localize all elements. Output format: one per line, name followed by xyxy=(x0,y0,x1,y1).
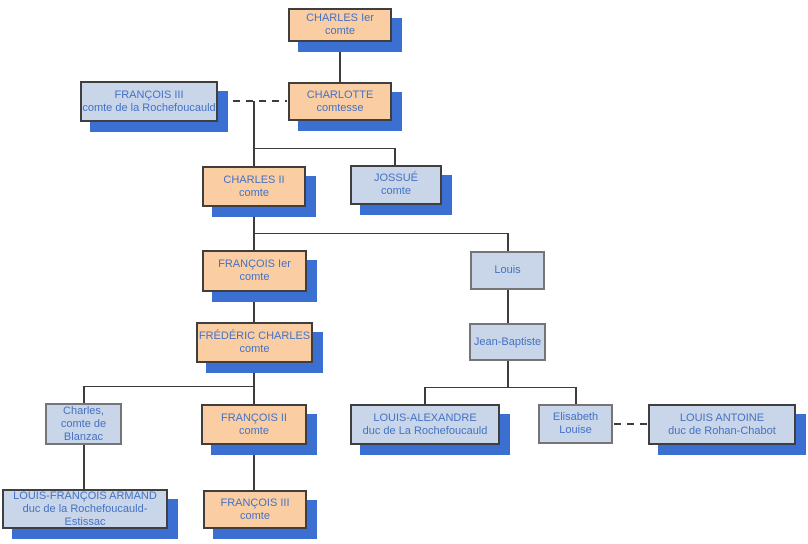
person-node-frederic-charles[interactable]: FRÉDÉRIC CHARLES comte xyxy=(196,322,313,363)
person-title: duc de La Rochefoucauld xyxy=(362,424,488,437)
descent-line-francois1er-frederic xyxy=(253,292,255,322)
descent-line-marriage-drop xyxy=(253,101,255,148)
person-name: CHARLES Ier xyxy=(306,12,374,24)
person-name: CHARLOTTE xyxy=(306,88,374,101)
person-node-jossue[interactable]: JOSSUÉ comte xyxy=(350,165,442,205)
descent-line-frederic-drop xyxy=(253,363,255,386)
person-title: comte xyxy=(239,186,269,199)
person-name: FRANÇOIS II xyxy=(220,411,287,424)
person-name: LOUIS ANTOINE xyxy=(679,411,765,424)
person-name: JOSSUÉ xyxy=(373,172,418,184)
person-name: LOUIS-ALEXANDRE xyxy=(373,411,477,424)
person-node-louis[interactable]: Louis xyxy=(470,251,545,290)
person-node-elisabeth-louise[interactable]: Elisabeth Louise xyxy=(538,404,613,444)
descent-line-to-louisalexandre xyxy=(424,387,426,404)
person-node-charles-2[interactable]: CHARLES II comte xyxy=(202,166,306,207)
descent-line-to-louis xyxy=(507,233,509,251)
descent-line-louis-jeanbaptiste xyxy=(507,290,509,323)
person-node-charlotte[interactable]: CHARLOTTE comtesse xyxy=(288,82,392,121)
descent-line-charles1er-charlotte xyxy=(339,42,341,82)
person-name: CHARLES II xyxy=(223,173,285,186)
person-title: comte de Blanzac xyxy=(60,417,107,443)
descent-line-to-blanzac xyxy=(83,386,85,403)
person-name: FRANÇOIS III xyxy=(114,88,184,101)
sibling-line-francois1er-louis xyxy=(253,233,508,234)
person-title: duc de Rohan-Chabot xyxy=(668,424,776,437)
person-name: FRÉDÉRIC CHARLES xyxy=(198,329,311,342)
person-name: Jean-Baptiste xyxy=(473,335,542,348)
descent-line-to-francois1er xyxy=(253,233,255,250)
marriage-line-elisabeth-louisantoine xyxy=(614,423,647,425)
person-node-francois-3[interactable]: FRANÇOIS III comte xyxy=(203,490,307,529)
person-name: LOUIS-FRANÇOIS ARMAND xyxy=(13,489,157,502)
person-title: comte xyxy=(239,342,270,355)
person-node-francois-2[interactable]: FRANÇOIS II comte xyxy=(201,404,307,445)
descent-line-blanzac-armand xyxy=(83,445,85,489)
person-title: Louise xyxy=(559,424,592,436)
person-title: comtesse xyxy=(316,101,364,114)
person-name: FRANÇOIS Ier xyxy=(218,258,291,270)
sibling-line-charles2-jossue xyxy=(253,148,395,149)
descent-line-to-elisabeth xyxy=(575,387,577,404)
person-name: FRANÇOIS III xyxy=(220,496,290,509)
person-name: Louis xyxy=(494,264,521,276)
sibling-line-blanzac-francois2 xyxy=(84,386,254,387)
descent-line-charles2-drop xyxy=(253,207,255,233)
person-title: comte xyxy=(239,424,269,437)
person-title: comte de la Rochefoucauld xyxy=(82,101,216,114)
descent-line-jeanbaptiste-drop xyxy=(507,361,509,387)
sibling-line-louisalexandre-elisabeth xyxy=(425,387,576,388)
descent-line-francois2-francois3 xyxy=(253,445,255,490)
person-node-francois-3-la-rochefoucauld[interactable]: FRANÇOIS III comte de la Rochefoucauld xyxy=(80,81,218,122)
person-name: Charles, xyxy=(63,404,104,417)
person-node-charles-1er[interactable]: CHARLES Ier comte xyxy=(288,8,392,42)
person-node-jean-baptiste[interactable]: Jean-Baptiste xyxy=(469,323,546,361)
person-node-francois-1er[interactable]: FRANÇOIS Ier comte xyxy=(202,250,307,292)
descent-line-to-charles2 xyxy=(253,148,255,166)
person-title: comte xyxy=(240,509,270,522)
person-title: comte xyxy=(381,185,411,197)
person-title: comte xyxy=(325,25,355,37)
person-node-charles-blanzac[interactable]: Charles, comte de Blanzac xyxy=(45,403,122,445)
person-name: Elisabeth xyxy=(552,411,599,423)
person-node-louis-francois-armand[interactable]: LOUIS-FRANÇOIS ARMAND duc de la Rochefou… xyxy=(2,489,168,529)
person-node-louis-antoine[interactable]: LOUIS ANTOINE duc de Rohan-Chabot xyxy=(648,404,796,445)
descent-line-to-jossue xyxy=(394,148,396,165)
person-title: duc de la Rochefoucauld-Estissac xyxy=(22,502,148,528)
person-node-louis-alexandre[interactable]: LOUIS-ALEXANDRE duc de La Rochefoucauld xyxy=(350,404,500,445)
descent-line-to-francois2 xyxy=(253,386,255,404)
person-title: comte xyxy=(239,271,270,283)
